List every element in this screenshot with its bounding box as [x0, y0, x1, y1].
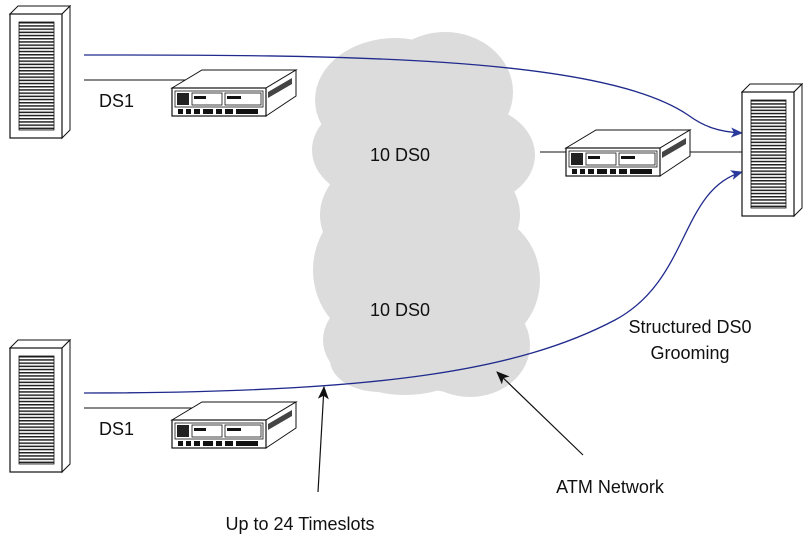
atm-network-label: ATM Network: [556, 477, 665, 497]
atm-network-pointer: [496, 371, 584, 456]
device-right: [565, 129, 691, 177]
timeslots-label: Up to 24 Timeslots: [225, 514, 374, 534]
device-top-left: [171, 69, 297, 117]
bottom-circuit-path: [83, 170, 743, 394]
device-bottom-left: [171, 401, 297, 449]
server-right: [741, 83, 803, 217]
grooming-label-line2: Grooming: [650, 343, 729, 363]
cloud-bottom-label: 10 DS0: [370, 300, 430, 320]
top-circuit-path: [83, 54, 743, 138]
server-top-left: [9, 5, 71, 139]
ds1-top-label: DS1: [99, 91, 134, 111]
ds1-bottom-label: DS1: [99, 419, 134, 439]
cloud-top-label: 10 DS0: [370, 145, 430, 165]
atm-network-cloud: [312, 32, 540, 397]
server-bottom-left: [9, 339, 71, 473]
circuit-curves: [83, 54, 743, 394]
grooming-label-line1: Structured DS0: [628, 317, 751, 337]
pointer-arrows: [317, 371, 584, 493]
timeslots-pointer: [317, 385, 329, 493]
